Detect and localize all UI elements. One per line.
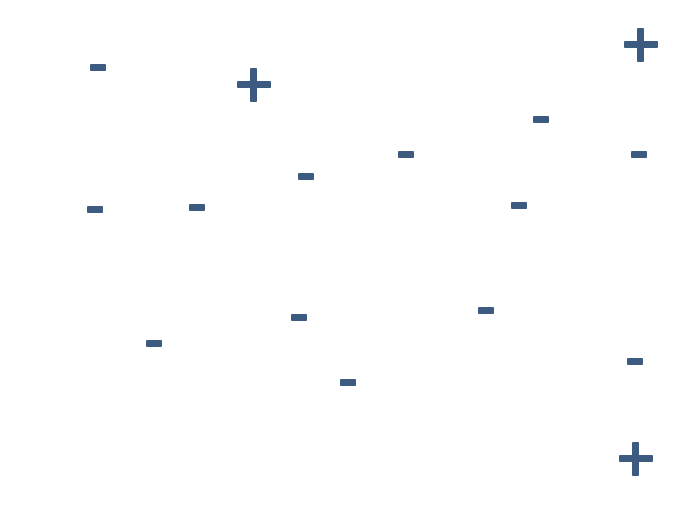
minus-icon[interactable]: [478, 307, 494, 314]
minus-icon[interactable]: [627, 358, 643, 365]
minus-icon[interactable]: [631, 151, 647, 158]
minus-icon[interactable]: [398, 151, 414, 158]
minus-icon[interactable]: [340, 379, 356, 386]
minus-icon[interactable]: [189, 204, 205, 211]
plus-icon[interactable]: [619, 442, 653, 476]
minus-icon[interactable]: [87, 206, 103, 213]
minus-icon[interactable]: [511, 202, 527, 209]
minus-icon[interactable]: [298, 173, 314, 180]
minus-icon[interactable]: [146, 340, 162, 347]
plus-icon[interactable]: [624, 28, 658, 62]
minus-icon[interactable]: [291, 314, 307, 321]
minus-icon[interactable]: [533, 116, 549, 123]
plus-icon[interactable]: [237, 68, 271, 102]
minus-icon[interactable]: [90, 64, 106, 71]
